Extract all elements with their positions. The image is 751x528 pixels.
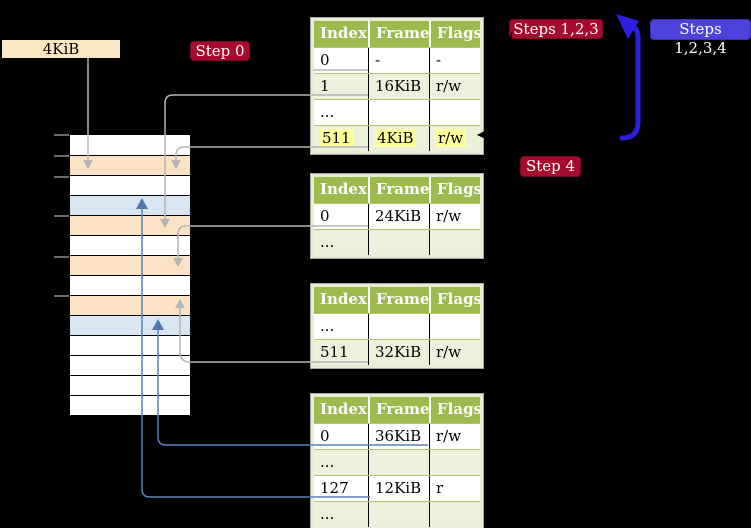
index-cell: 511 bbox=[320, 343, 349, 361]
table-row: 511 32KiB r/w bbox=[314, 339, 480, 365]
column-header-frame: Frame bbox=[368, 397, 429, 423]
table-row: 0 36KiB r/w bbox=[314, 423, 480, 449]
frame-cell bbox=[368, 502, 429, 527]
column-header-frame: Frame bbox=[368, 177, 429, 203]
column-header-index: Index bbox=[320, 180, 367, 198]
column-header-frame: Frame bbox=[368, 287, 429, 313]
table-row: ... bbox=[314, 313, 480, 339]
memory-row-9 bbox=[70, 315, 190, 335]
flags-cell bbox=[429, 502, 480, 527]
table-row-highlighted: 511 4KiB r/w bbox=[314, 125, 480, 151]
frame-cell: 12KiB bbox=[368, 476, 429, 501]
flags-cell: r/w bbox=[429, 204, 480, 229]
memory-row-13 bbox=[70, 395, 190, 415]
index-cell: 0 bbox=[320, 427, 330, 445]
column-header-index: Index bbox=[320, 24, 367, 42]
index-cell: 1 bbox=[320, 77, 330, 95]
index-cell: ... bbox=[320, 453, 335, 471]
table-header-row: Index Frame Flags bbox=[314, 397, 480, 423]
table-row: ... bbox=[314, 449, 480, 475]
column-header-index: Index bbox=[320, 290, 367, 308]
table-row: ... bbox=[314, 99, 480, 125]
flags-cell: r/w bbox=[429, 126, 480, 151]
table-row: 1 16KiB r/w bbox=[314, 73, 480, 99]
page-table-level-4: Index Frame Flags 0 36KiB r/w ... 127 12… bbox=[310, 393, 484, 528]
frame-cell: - bbox=[368, 48, 429, 73]
flags-cell bbox=[429, 314, 480, 339]
step4-label: Step 4 bbox=[520, 156, 581, 177]
memory-row-0 bbox=[70, 135, 190, 155]
table-header-row: Index Frame Flags bbox=[314, 177, 480, 203]
loop-arrow-shaft bbox=[619, 23, 641, 141]
memory-row-2 bbox=[70, 175, 190, 195]
frame-cell bbox=[368, 314, 429, 339]
flags-cell: r/w bbox=[429, 424, 480, 449]
table-header-row: Index Frame Flags bbox=[314, 287, 480, 313]
flags-cell: r/w bbox=[429, 340, 480, 365]
arrowhead-up-left-icon bbox=[616, 14, 639, 39]
column-header-flags: Flags bbox=[429, 287, 480, 313]
memory-tick-marks bbox=[54, 134, 69, 297]
memory-column bbox=[69, 134, 191, 416]
memory-row-7 bbox=[70, 275, 190, 295]
index-cell: 127 bbox=[320, 479, 349, 497]
memory-row-5 bbox=[70, 235, 190, 255]
frame-cell bbox=[368, 100, 429, 125]
index-cell: ... bbox=[320, 317, 335, 335]
memory-row-8 bbox=[70, 295, 190, 315]
index-cell: 511 bbox=[320, 129, 353, 147]
flags-cell bbox=[429, 450, 480, 475]
table-row: ... bbox=[314, 501, 480, 527]
memory-row-11 bbox=[70, 355, 190, 375]
step0-label: Step 0 bbox=[190, 41, 250, 61]
page-table-level-2: Index Frame Flags 0 24KiB r/w ... bbox=[310, 173, 484, 259]
table-header-row: Index Frame Flags bbox=[314, 21, 480, 47]
column-header-index: Index bbox=[320, 400, 367, 418]
flags-cell: r/w bbox=[429, 74, 480, 99]
frame-cell: 36KiB bbox=[368, 424, 429, 449]
column-header-flags: Flags bbox=[429, 397, 480, 423]
memory-row-4 bbox=[70, 215, 190, 235]
legend-4kib-box: 4KiB bbox=[2, 40, 120, 58]
steps-1234-label: Steps 1,2,3,4 bbox=[650, 19, 751, 57]
table-row: 0 24KiB r/w bbox=[314, 203, 480, 229]
index-cell: 0 bbox=[320, 51, 330, 69]
index-cell: ... bbox=[320, 233, 335, 251]
frame-cell: 24KiB bbox=[368, 204, 429, 229]
page-table-level-1: Index Frame Flags 0 - - 1 16KiB r/w ... … bbox=[310, 17, 484, 155]
table-row: ... bbox=[314, 229, 480, 255]
memory-row-1 bbox=[70, 155, 190, 175]
index-cell: 0 bbox=[320, 207, 330, 225]
memory-row-12 bbox=[70, 375, 190, 395]
flags-cell: r bbox=[429, 476, 480, 501]
flags-cell: - bbox=[429, 48, 480, 73]
frame-cell: 16KiB bbox=[368, 74, 429, 99]
memory-row-3 bbox=[70, 195, 190, 215]
loop-arrow bbox=[616, 14, 641, 141]
index-cell: ... bbox=[320, 505, 335, 523]
frame-cell: 4KiB bbox=[368, 126, 429, 151]
column-header-frame: Frame bbox=[368, 21, 429, 47]
index-cell: ... bbox=[320, 103, 335, 121]
frame-cell bbox=[368, 450, 429, 475]
table-row: 127 12KiB r bbox=[314, 475, 480, 501]
steps-123-label: Steps 1,2,3 bbox=[509, 19, 603, 39]
column-header-flags: Flags bbox=[429, 177, 480, 203]
frame-cell bbox=[368, 230, 429, 255]
memory-row-6 bbox=[70, 255, 190, 275]
frame-cell: 32KiB bbox=[368, 340, 429, 365]
memory-row-10 bbox=[70, 335, 190, 355]
flags-cell bbox=[429, 230, 480, 255]
column-header-flags: Flags bbox=[429, 21, 480, 47]
page-table-level-3: Index Frame Flags ... 511 32KiB r/w bbox=[310, 283, 484, 369]
table-row: 0 - - bbox=[314, 47, 480, 73]
flags-cell bbox=[429, 100, 480, 125]
